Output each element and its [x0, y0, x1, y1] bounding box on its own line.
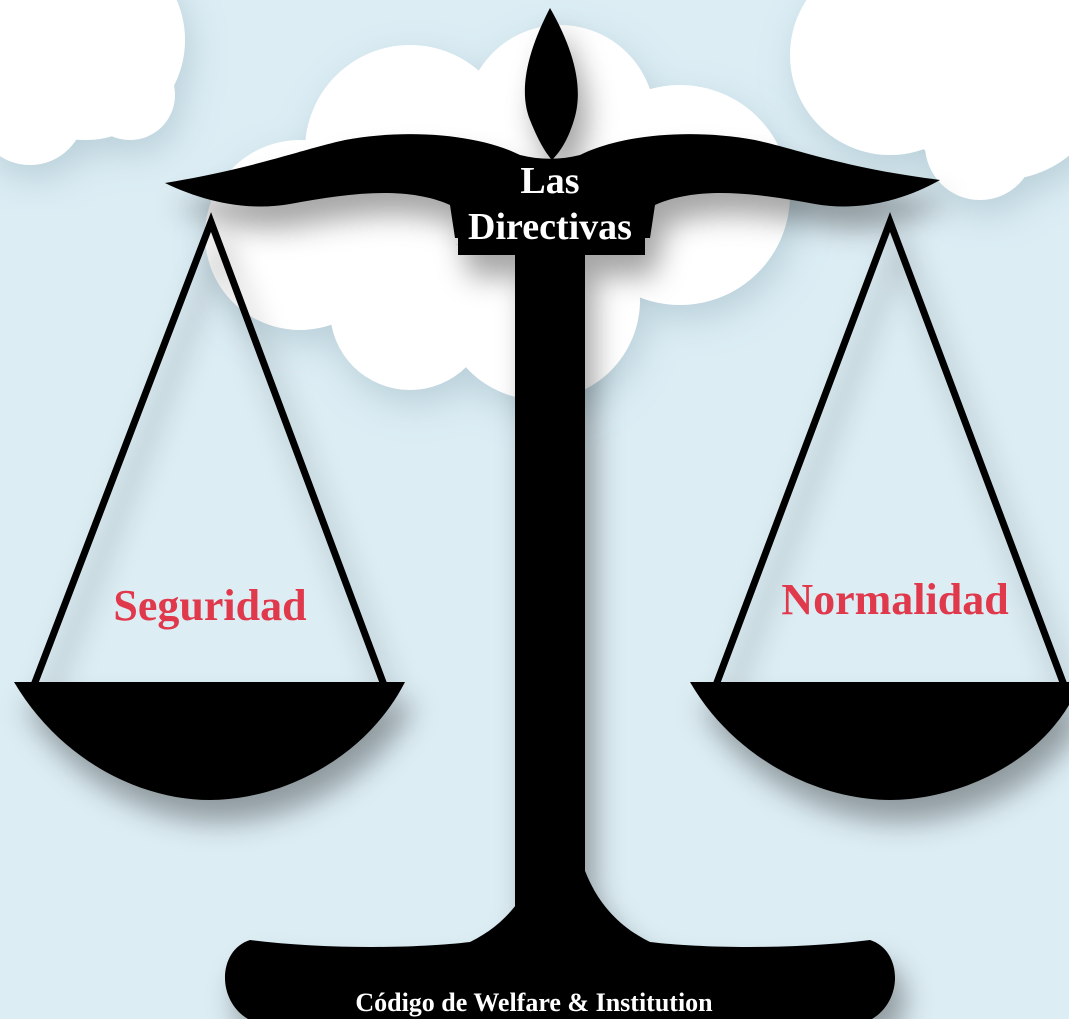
right-pan-label: Normalidad — [781, 575, 1009, 624]
scale-pillar — [515, 250, 585, 970]
cloud-top-left — [0, 0, 185, 165]
left-pan-strings — [30, 212, 388, 687]
balance-scale — [14, 8, 1069, 1019]
scale-neck — [458, 238, 645, 255]
beam-label-line-1: Las — [520, 160, 580, 202]
beam-label-line-2: Directivas — [468, 206, 632, 248]
cloud-top-right — [790, 0, 1069, 200]
left-pan-label: Seguridad — [113, 581, 307, 630]
right-pan — [690, 682, 1069, 800]
right-pan-strings — [712, 212, 1068, 687]
beam-label: Las Directivas — [452, 158, 648, 250]
scale-beam — [165, 134, 940, 238]
left-pan — [14, 682, 405, 800]
scale-finial — [524, 8, 578, 160]
base-label: Código de Welfare & Institution — [355, 988, 713, 1017]
